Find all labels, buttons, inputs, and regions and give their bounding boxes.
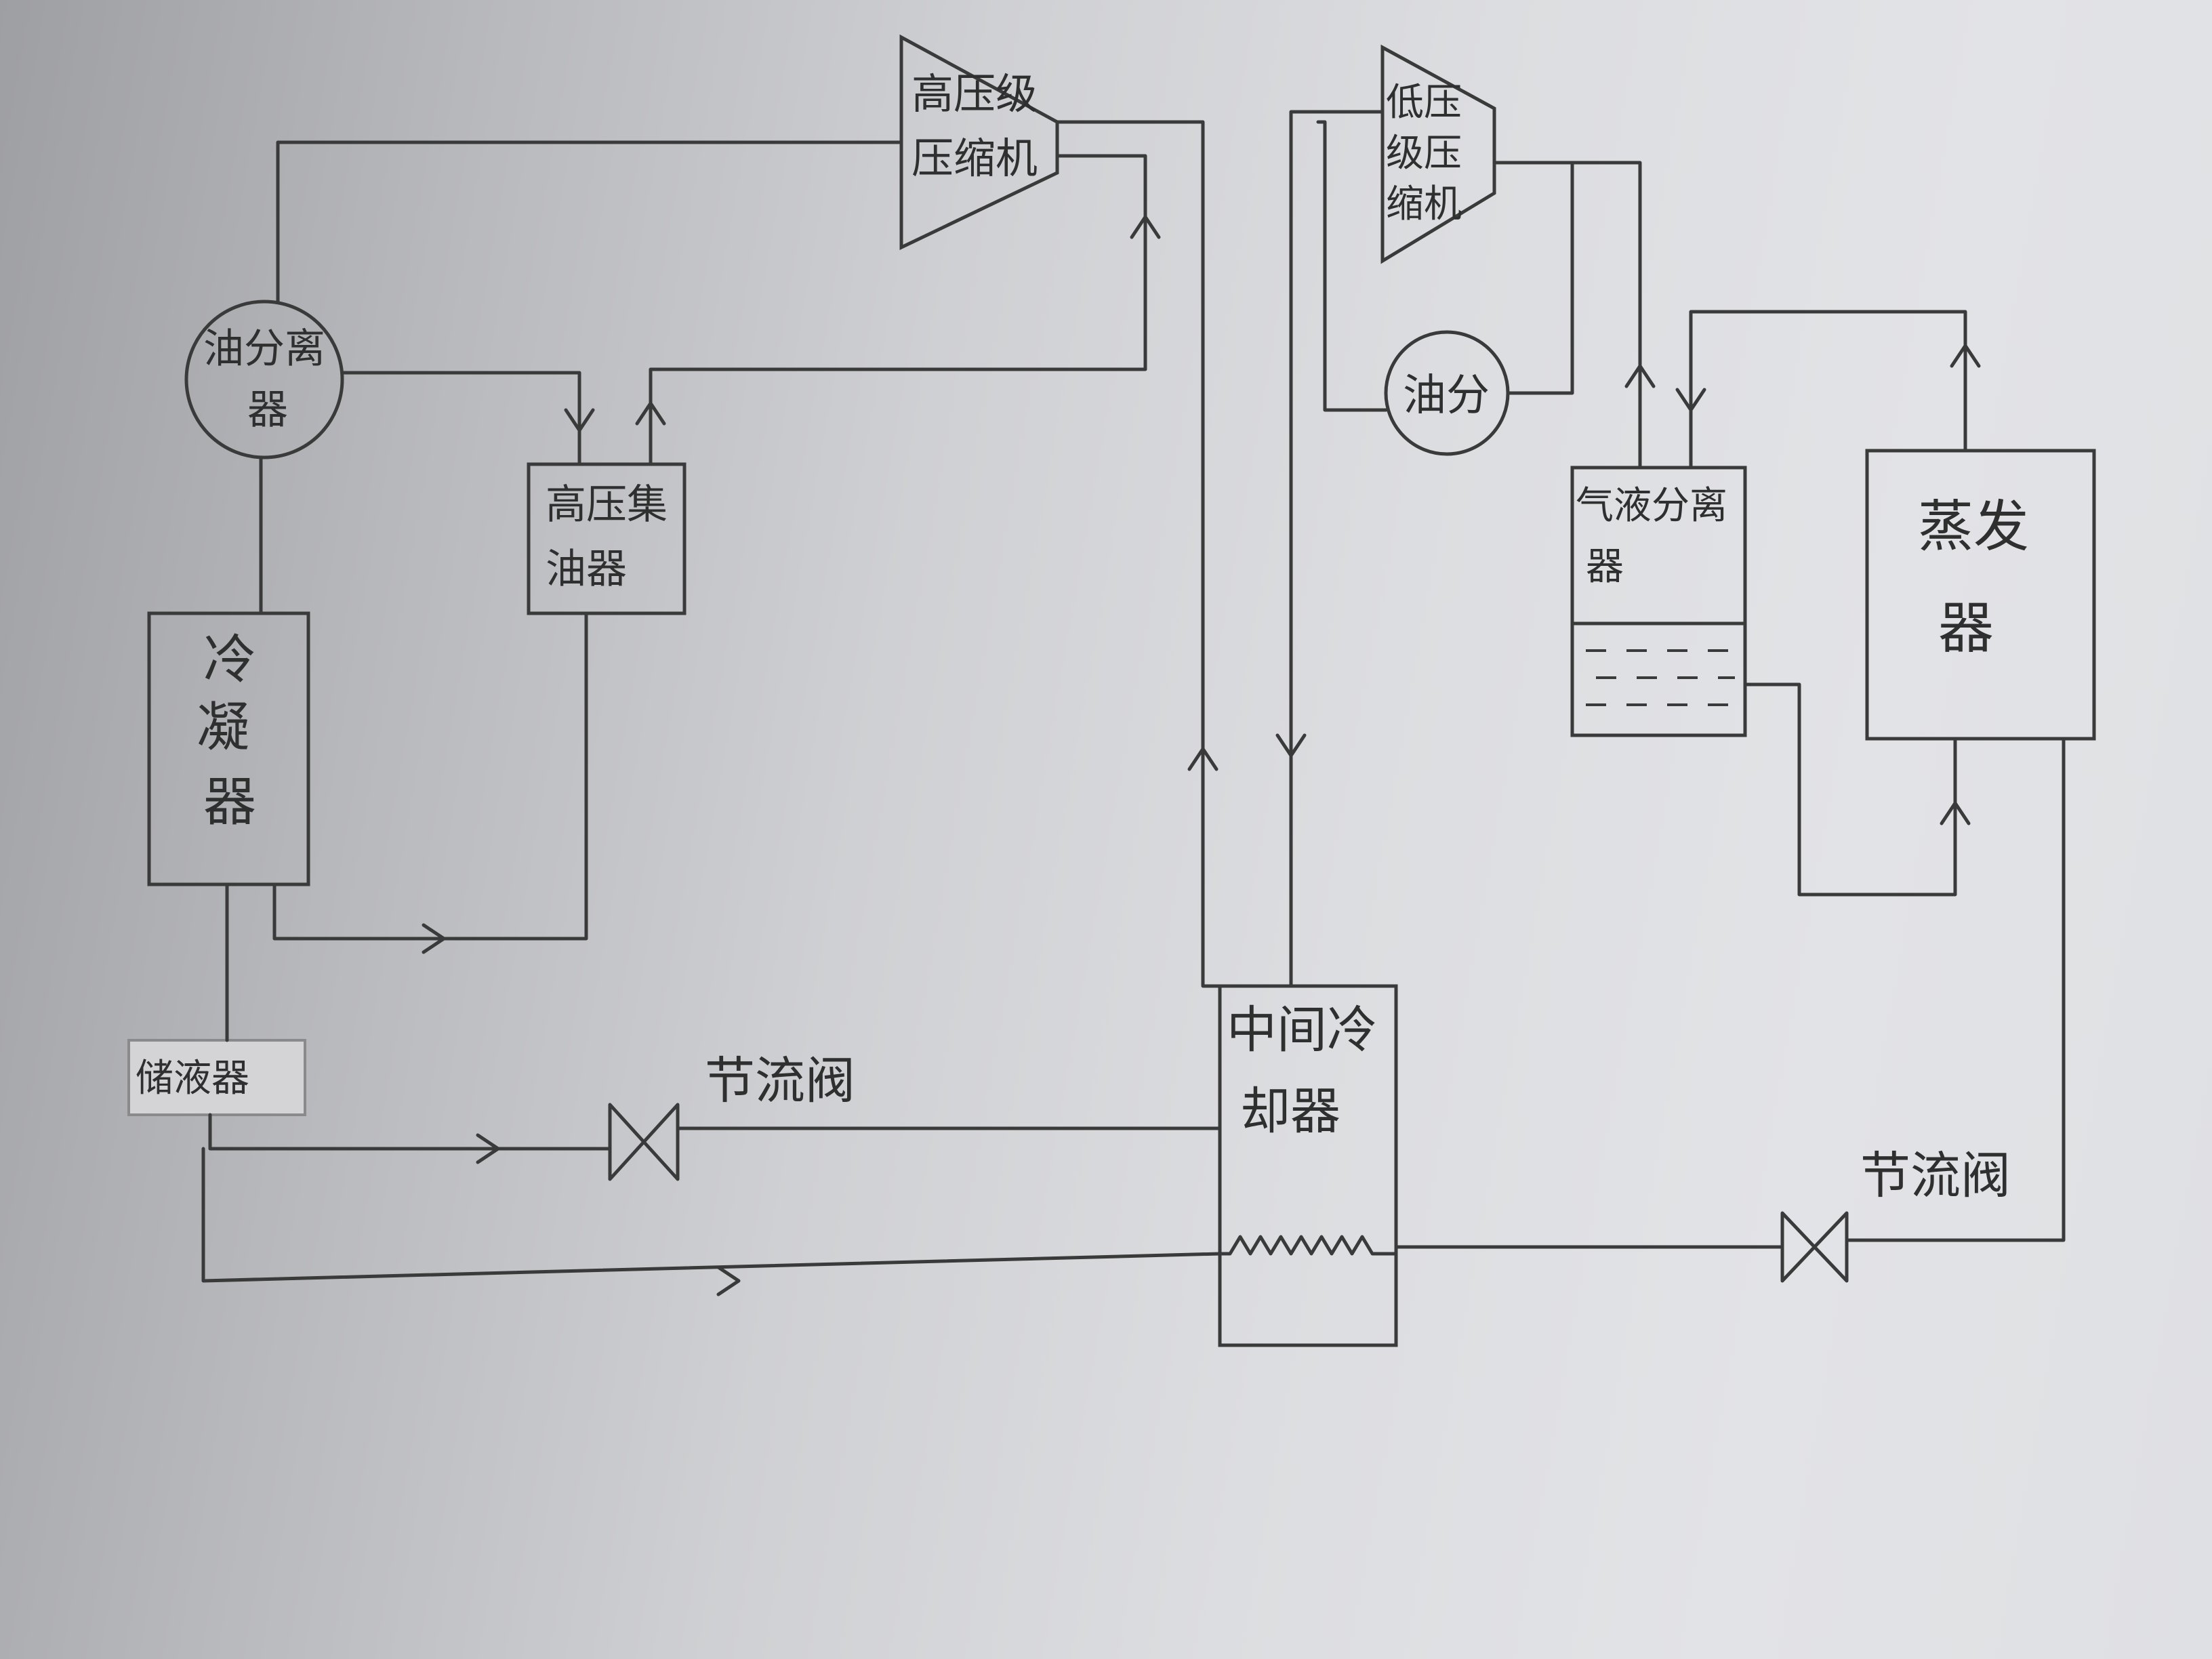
arrow-up-separator-suction <box>1624 364 1656 388</box>
lp-compressor-label-3: 缩机 <box>1386 182 1462 226</box>
lp-oil-separator: 油分 <box>1384 330 1510 456</box>
throttle-valve-1: 节流阀 <box>608 1052 855 1181</box>
piping <box>201 110 2066 1283</box>
lp-oil-separator-label: 油分 <box>1403 371 1490 421</box>
receiver-label: 储液器 <box>136 1057 249 1101</box>
arrow-up-evaporator-in <box>1940 801 1971 825</box>
gas-liquid-separator-label-1: 气液分离 <box>1576 484 1727 528</box>
receiver: 储液器 <box>127 1039 306 1116</box>
evaporator: 蒸发 器 <box>1865 449 2096 741</box>
hp-oil-collector-label-2: 油器 <box>546 546 627 593</box>
arrow-down-separator-feed <box>1675 388 1706 412</box>
hp-compressor: 高压级 压缩机 <box>899 34 1059 250</box>
arrow-down-oil-collector <box>564 408 595 432</box>
condenser-label-2: 凝 <box>197 697 249 758</box>
lp-compressor-label-1: 低压 <box>1386 81 1462 125</box>
condenser-label-3: 器 <box>203 772 256 833</box>
intercooler-label-2: 却器 <box>1240 1082 1340 1141</box>
evaporator-label-2: 器 <box>1938 596 1994 661</box>
arrow-down-intercooler-return <box>1275 733 1307 758</box>
condenser: 冷 凝 器 <box>147 611 310 886</box>
hp-compressor-label-1: 高压级 <box>912 69 1038 119</box>
hp-oil-separator-label-2: 器 <box>247 386 288 434</box>
evaporator-label-1: 蒸发 <box>1918 495 2029 559</box>
throttle-valve-1-label: 节流阀 <box>705 1052 855 1110</box>
lp-compressor-label-2: 级压 <box>1386 131 1462 176</box>
arrow-up-hp-discharge <box>1130 215 1161 239</box>
condenser-label-1: 冷 <box>203 630 256 691</box>
intercooler-coil <box>1218 1235 1398 1256</box>
arrow-up-oil-collector <box>635 401 666 426</box>
liquid-dashes <box>1586 649 1735 706</box>
arrow-right-valve-1-feed <box>476 1133 500 1164</box>
arrow-up-intercooler-riser <box>1187 747 1218 771</box>
arrow-right-coil-feed <box>716 1265 741 1296</box>
intercooler: 中间冷 却器 <box>1218 984 1398 1347</box>
arrow-right-condenser-return <box>422 923 446 954</box>
hp-compressor-label-2: 压缩机 <box>912 134 1038 183</box>
hp-oil-separator-label-1: 油分离 <box>203 325 325 373</box>
lp-compressor: 低压 级压 缩机 <box>1380 44 1496 264</box>
gas-liquid-separator: 气液分离 器 <box>1570 466 1747 737</box>
intercooler-label-1: 中间冷 <box>1227 1001 1377 1059</box>
arrow-up-evaporator-out <box>1950 344 1981 368</box>
hp-oil-collector: 高压集 油器 <box>527 462 687 615</box>
flow-arrows <box>422 215 1981 1296</box>
hp-oil-collector-label-1: 高压集 <box>546 481 668 529</box>
hp-oil-separator: 油分离 器 <box>184 300 344 459</box>
gas-liquid-separator-label-2: 器 <box>1586 545 1624 589</box>
throttle-valve-2: 节流阀 <box>1780 1147 2011 1283</box>
throttle-valve-2-label: 节流阀 <box>1860 1147 2011 1205</box>
